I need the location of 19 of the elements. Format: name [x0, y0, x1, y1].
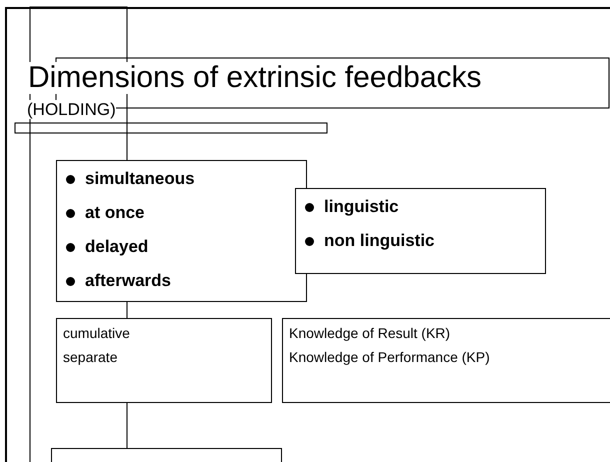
- text-box: [282, 318, 610, 403]
- empty-box: [51, 448, 282, 462]
- bullet-list-box: [295, 188, 546, 274]
- bullet-list-box: [56, 160, 307, 302]
- text-line: Knowledge of Result (KR): [289, 324, 450, 342]
- text-box: [56, 318, 272, 403]
- subtitle-text: (HOLDING): [27, 100, 116, 119]
- connector-line: [126, 302, 128, 318]
- connector-line: [126, 402, 128, 448]
- bullet-item: linguistic: [324, 196, 399, 218]
- slide-title: Dimensions of extrinsic feedbacks: [28, 62, 482, 94]
- text-line: Knowledge of Performance (KP): [289, 348, 490, 366]
- text-line: separate: [63, 348, 118, 366]
- bullet-item: non linguistic: [324, 230, 434, 252]
- bullet-item: delayed: [85, 236, 148, 258]
- bullet-item: simultaneous: [85, 168, 195, 190]
- bullet-item: at once: [85, 202, 145, 224]
- text-line: cumulative: [63, 324, 130, 342]
- bullet-item: afterwards: [85, 270, 171, 292]
